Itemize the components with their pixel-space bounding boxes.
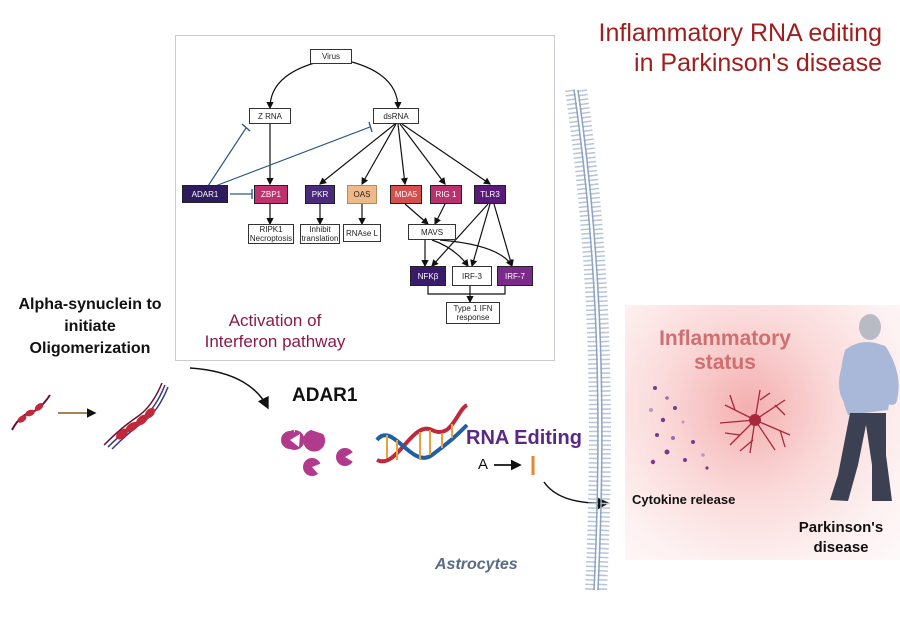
adar1-proteins <box>281 430 355 476</box>
node-oas: OAS <box>347 185 377 204</box>
node-irf7: IRF-7 <box>497 266 533 286</box>
node-rig1: RIG 1 <box>430 185 462 204</box>
inhibit-adar1-zrna <box>207 127 247 187</box>
node-irf3: IRF-3 <box>452 266 492 286</box>
rna-editing-label: RNA Editing <box>466 427 582 449</box>
arrow-dsrna-mda5 <box>397 123 408 186</box>
node-dsrna: dsRNA <box>373 108 419 124</box>
node-pkr: PKR <box>305 185 335 204</box>
node-zbp1: ZBP1 <box>254 185 288 204</box>
node-ripk1: RIPK1 Necroptosis <box>248 224 294 244</box>
node-type1-ifn: Type 1 IFN response <box>446 302 500 324</box>
node-tlr3: TLR3 <box>474 185 506 204</box>
alpha-line-2: initiate <box>64 318 116 335</box>
arrow-tlr3-nfkb <box>431 203 489 267</box>
pathway-caption-line-2: Interferon pathway <box>204 332 346 351</box>
astrocytes-label: Astrocytes <box>435 556 518 573</box>
node-nfkb: NFKβ <box>410 266 446 286</box>
arrow-dsrna-oas <box>361 123 397 186</box>
alpha-synuclein-label: Alpha-synuclein to initiate Oligomerizat… <box>0 294 180 360</box>
edit-from-base: A <box>478 456 489 473</box>
arrow-tlr3-irf7 <box>493 203 514 268</box>
alpha-line-1: Alpha-synuclein to <box>18 296 162 313</box>
cytokine-release-label: Cytokine release <box>632 492 736 507</box>
arrow-virus-dsrna <box>351 61 402 110</box>
inflam-line-2: status <box>694 351 756 374</box>
bracket-to-ifn <box>427 286 506 295</box>
figure-title: Inflammatory RNA editing in Parkinson's … <box>562 18 882 78</box>
adar1-label: ADAR1 <box>292 385 358 406</box>
inflammatory-status-label: Inflammatory status <box>650 327 800 375</box>
node-adar1: ADAR1 <box>182 185 228 203</box>
inhibit-adar1-dsrna <box>209 126 371 189</box>
arrow-edit-to-cytokine <box>543 481 610 510</box>
synuclein-monomer <box>11 394 51 431</box>
arrow-mavs-irf3 <box>431 239 469 267</box>
synuclein-oligomer <box>103 382 169 450</box>
inflam-line-1: Inflammatory <box>659 327 791 350</box>
cytokine-dots <box>649 386 709 470</box>
alpha-synuclein-illustration <box>11 382 169 450</box>
parkinsons-patient-figure <box>830 314 899 501</box>
parkinsons-disease-label: Parkinson's disease <box>786 518 896 558</box>
title-line-1: Inflammatory RNA editing <box>598 19 882 47</box>
arrow-rig1-mavs <box>434 203 446 226</box>
pathway-caption: Activation of Interferon pathway <box>190 310 360 352</box>
arrow-mda5-mavs <box>404 203 429 225</box>
arrow-alpha-to-adar1 <box>189 367 269 410</box>
adar1-protein-2 <box>303 430 326 452</box>
node-mda5: MDA5 <box>390 185 422 204</box>
node-rnase-l: RNAse L <box>343 224 381 242</box>
arrow-dsrna-pkr <box>319 123 396 185</box>
arrow-dsrna-rig1 <box>399 123 446 185</box>
pd-line-2: disease <box>813 539 869 556</box>
arrow-tlr3-irf3 <box>470 203 491 268</box>
arrow-virus-zrna <box>266 61 319 110</box>
node-inhibit-translation: Inhibit translation <box>300 224 340 244</box>
pathway-caption-line-1: Activation of <box>228 311 322 330</box>
title-line-2: in Parkinson's disease <box>634 49 882 77</box>
arrow-dsrna-tlr3 <box>401 123 491 185</box>
microglia-icon <box>719 389 791 454</box>
alpha-line-3: Oligomerization <box>29 340 151 357</box>
cell-membrane <box>565 89 611 591</box>
rna-helix-icon <box>375 403 469 464</box>
pd-line-1: Parkinson's <box>798 519 884 536</box>
node-virus: Virus <box>310 49 352 64</box>
node-z-rna: Z RNA <box>249 108 291 124</box>
node-mavs: MAVS <box>408 224 456 240</box>
